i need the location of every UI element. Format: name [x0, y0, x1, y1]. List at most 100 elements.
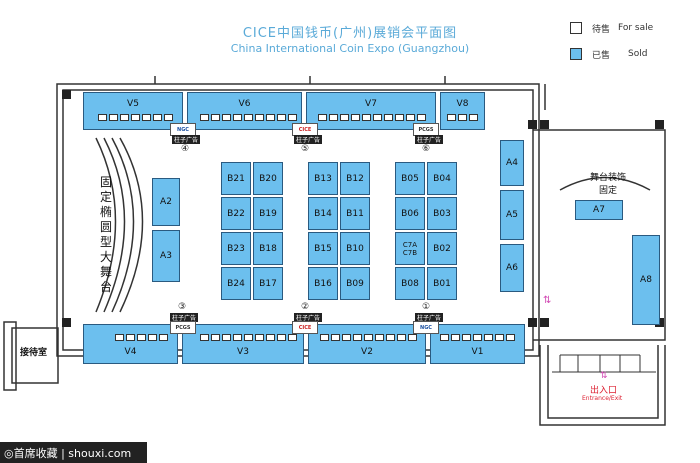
booth-b20[interactable]: B20 [253, 162, 283, 195]
booth-b03-label: B03 [433, 208, 451, 219]
booth-b23[interactable]: B23 [221, 232, 251, 265]
booth-b15[interactable]: B15 [308, 232, 338, 265]
marker-2: ② [301, 302, 310, 312]
seats-v7 [318, 114, 426, 121]
booth-b17-label: B17 [259, 278, 277, 289]
booth-b18-label: B18 [259, 243, 277, 254]
booth-b19-label: B19 [259, 208, 277, 219]
pillar-ad-4: 柱子广告 [172, 135, 201, 144]
legend-for-sale-zh: 待售 [592, 24, 611, 35]
sponsor-pcgs-bottom: PCGS [170, 321, 196, 334]
booth-b20-label: B20 [259, 173, 277, 184]
booth-b22-label: B22 [227, 208, 245, 219]
booth-b05[interactable]: B05 [395, 162, 425, 195]
legend-sold-en: Sold [628, 49, 648, 59]
booth-b08-label: B08 [401, 278, 419, 289]
booth-b15-label: B15 [314, 243, 332, 254]
booth-v2-label: V2 [361, 347, 373, 357]
svg-text:⇅: ⇅ [543, 295, 551, 306]
booth-b21-label: B21 [227, 173, 245, 184]
entrance-label-zh: 出入口 [590, 386, 618, 396]
seats-v8 [447, 114, 478, 121]
seats-v5 [98, 114, 173, 121]
marker-6: ⑥ [422, 144, 431, 154]
booth-a7[interactable]: A7 [575, 200, 623, 220]
booth-b05-label: B05 [401, 173, 419, 184]
booth-b09[interactable]: B09 [340, 267, 370, 300]
booth-b11-label: B11 [346, 208, 364, 219]
booth-b24[interactable]: B24 [221, 267, 251, 300]
booth-b01[interactable]: B01 [427, 267, 457, 300]
booth-a7-label: A7 [593, 205, 605, 215]
booth-b02[interactable]: B02 [427, 232, 457, 265]
booth-b02-label: B02 [433, 243, 451, 254]
seats-v3 [200, 334, 297, 341]
booth-b08[interactable]: B08 [395, 267, 425, 300]
booth-b22[interactable]: B22 [221, 197, 251, 230]
booth-v2[interactable]: V2 [308, 324, 426, 364]
legend-sold-zh: 已售 [592, 50, 611, 61]
pillar-ad-2: 柱子广告 [294, 313, 323, 322]
booth-a4[interactable]: A4 [500, 140, 524, 186]
booth-v6-label: V6 [238, 99, 251, 109]
booth-b10[interactable]: B10 [340, 232, 370, 265]
booth-v4-label: V4 [124, 347, 137, 357]
sponsor-cice-bottom: CICE [292, 321, 318, 334]
sold-swatch [570, 48, 582, 60]
footer-watermark: ◎首席收藏 | shouxi.com [0, 442, 147, 463]
pillar-ad-3: 柱子广告 [170, 313, 199, 322]
booth-v8-label: V8 [456, 99, 469, 109]
booth-a3[interactable]: A3 [152, 230, 180, 282]
marker-5: ⑤ [301, 144, 310, 154]
booth-b06[interactable]: B06 [395, 197, 425, 230]
booth-b12[interactable]: B12 [340, 162, 370, 195]
entrance-label-en: Entrance/Exit [582, 395, 623, 402]
booth-v8[interactable]: V8 [440, 92, 485, 130]
booth-v5-label: V5 [127, 99, 139, 109]
booth-b16-label: B16 [314, 278, 332, 289]
booth-v6[interactable]: V6 [187, 92, 302, 130]
stage-label: 固定椭圆型大舞台 [100, 175, 113, 294]
pillar-ad-5: 柱子广告 [294, 135, 323, 144]
seats-v4 [115, 334, 168, 341]
booth-b11[interactable]: B11 [340, 197, 370, 230]
booth-a2[interactable]: A2 [152, 178, 180, 226]
booth-b17[interactable]: B17 [253, 267, 283, 300]
booth-b18[interactable]: B18 [253, 232, 283, 265]
booth-v4[interactable]: V4 [83, 324, 178, 364]
booth-v1[interactable]: V1 [430, 324, 525, 364]
sponsor-ngc-bottom: NGC [413, 321, 439, 334]
legend-for-sale: 待售 For sale [570, 18, 653, 38]
booth-b14-label: B14 [314, 208, 332, 219]
booth-v7-label: V7 [365, 99, 377, 109]
booth-b03[interactable]: B03 [427, 197, 457, 230]
booth-a6-label: A6 [506, 263, 518, 273]
booth-b13[interactable]: B13 [308, 162, 338, 195]
booth-b04-label: B04 [433, 173, 451, 184]
booth-b06-label: B06 [401, 208, 419, 219]
booth-b21[interactable]: B21 [221, 162, 251, 195]
booth-b01-label: B01 [433, 278, 451, 289]
reception-label: 接待室 [20, 348, 48, 358]
booth-a8-label: A8 [640, 275, 652, 285]
booth-v3-label: V3 [237, 347, 249, 357]
booth-b16[interactable]: B16 [308, 267, 338, 300]
marker-4: ④ [181, 144, 190, 154]
booth-v5[interactable]: V5 [83, 92, 183, 130]
booth-b04[interactable]: B04 [427, 162, 457, 195]
booth-b14[interactable]: B14 [308, 197, 338, 230]
seats-v2 [320, 334, 417, 341]
booth-a2-label: A2 [160, 197, 172, 207]
booth-a5[interactable]: A5 [500, 190, 524, 240]
legend-for-sale-en: For sale [618, 23, 654, 33]
booth-b19[interactable]: B19 [253, 197, 283, 230]
booth-a8[interactable]: A8 [632, 235, 660, 325]
sponsor-ngc-top: NGC [170, 123, 196, 136]
seats-v1 [440, 334, 515, 341]
booth-b09-label: B09 [346, 278, 364, 289]
booth-a6[interactable]: A6 [500, 244, 524, 292]
booth-a5-label: A5 [506, 210, 518, 220]
legend-sold: 已售 Sold [570, 44, 653, 64]
booth-v3[interactable]: V3 [182, 324, 304, 364]
